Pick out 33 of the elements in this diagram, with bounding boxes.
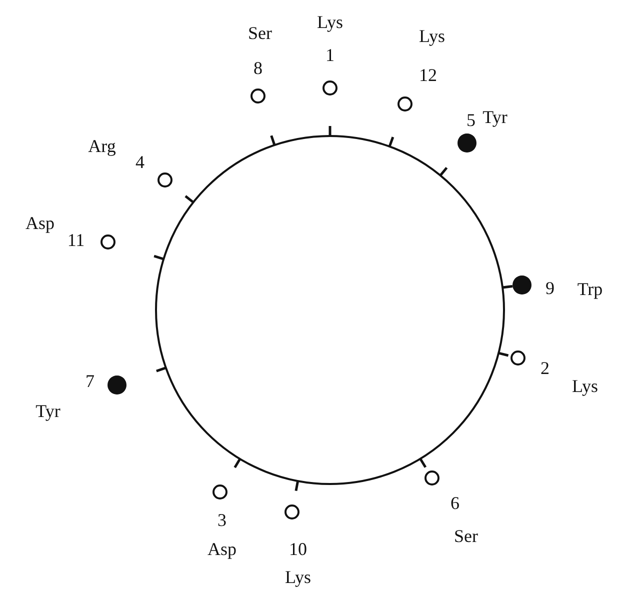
residue-name: Ser	[248, 23, 272, 43]
residue-name: Lys	[572, 376, 598, 396]
open-residue-marker	[212, 484, 228, 500]
open-residue-marker	[510, 350, 526, 366]
filled-residue-marker	[512, 276, 532, 294]
residue-number: 7	[86, 371, 94, 391]
residue-name: Ser	[454, 526, 478, 546]
residue-name: Lys	[419, 26, 445, 46]
residue-name: Tyr	[36, 401, 60, 421]
residue-number: 3	[218, 510, 226, 530]
residue-number: 6	[450, 493, 460, 513]
open-residue-marker	[284, 504, 300, 520]
residue-number: 5	[466, 110, 476, 130]
residue-number: 9	[546, 278, 554, 298]
residue-name: Asp	[26, 213, 54, 233]
open-residue-marker	[250, 88, 266, 104]
filled-residue-marker	[108, 376, 126, 394]
residue-number: 10	[289, 539, 307, 559]
residue-number: 12	[419, 65, 437, 85]
residue-number: 2	[540, 358, 550, 378]
residue-number: 4	[136, 152, 144, 172]
residue-number: 11	[67, 230, 85, 250]
residue-name: Arg	[88, 136, 116, 156]
open-residue-marker	[100, 234, 116, 250]
residue-name: Trp	[577, 279, 603, 299]
open-residue-marker	[322, 80, 338, 96]
residue-name: Asp	[208, 539, 236, 559]
open-residue-marker	[398, 96, 412, 112]
residue-name: Lys	[285, 567, 311, 587]
residue-name: Tyr	[482, 107, 508, 127]
residue-name: Lys	[317, 12, 343, 32]
residue-number: 1	[326, 45, 334, 65]
residue-number: 8	[254, 58, 262, 78]
